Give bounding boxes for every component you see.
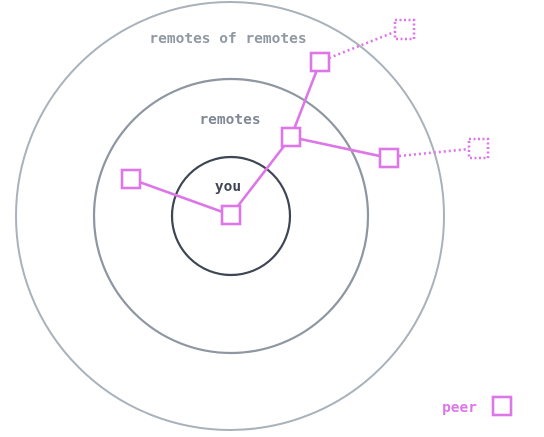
dotted-link-upper	[328, 29, 398, 60]
link-remote-to-upper-peer	[289, 61, 322, 138]
peer-distant-right	[467, 137, 490, 160]
link-you-to-left-remote	[130, 177, 232, 217]
peer-right-remote-of-remote	[378, 147, 400, 169]
link-you-to-right-remote	[229, 136, 293, 216]
peer-upper-remote-of-remote	[309, 51, 331, 73]
dotted-link-right	[398, 147, 470, 158]
legend-peer-icon	[491, 395, 513, 417]
peer-distant-top	[393, 18, 416, 41]
link-remote-to-right-peer	[290, 135, 390, 160]
outer-ring-label-mask	[137, 26, 321, 46]
middle-ring	[92, 77, 370, 355]
peer-left-remote	[120, 168, 142, 190]
outer-ring-label: remotes of remotes	[149, 31, 306, 47]
inner-ring-label: you	[215, 179, 241, 195]
outer-ring	[15, 1, 445, 431]
peer-right-remote	[280, 126, 302, 148]
peer-you	[220, 204, 242, 226]
middle-ring-label: remotes	[199, 112, 260, 128]
inner-ring	[170, 155, 292, 277]
legend-label: peer	[442, 400, 477, 416]
